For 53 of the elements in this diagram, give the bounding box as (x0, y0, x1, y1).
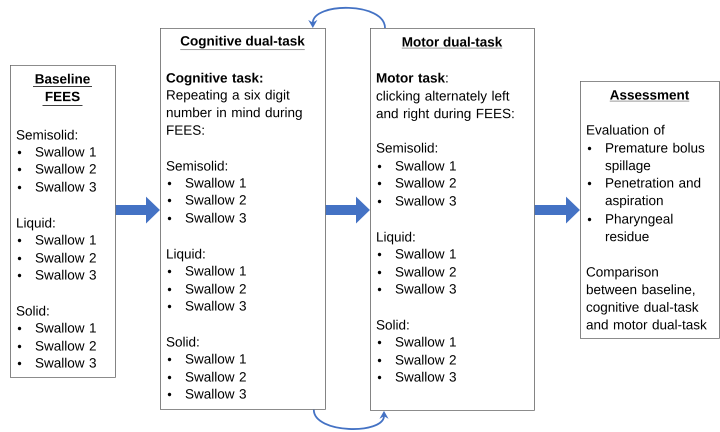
list-item: Swallow 3 (18, 182, 96, 192)
list-item: Swallow 2 (18, 340, 96, 351)
list-item: Swallow 1 (18, 234, 96, 245)
list-item: Swallow 1 (378, 160, 456, 171)
box-heading: Motor dual-task (402, 36, 502, 48)
section-label: Solid: (166, 336, 199, 347)
list-item: Swallow 3 (168, 212, 246, 223)
list-item: Pharyngeal residue (588, 214, 672, 242)
list-item: Swallow 2 (168, 372, 246, 382)
process-box (580, 81, 720, 339)
task-description: Motor task: (376, 72, 448, 83)
list-item: Swallow 3 (378, 284, 456, 294)
list-item: Swallow 2 (168, 284, 246, 294)
task-label: Cognitive task: (166, 72, 262, 86)
task-description: Evaluation of (587, 124, 665, 135)
list-item: Swallow 3 (378, 372, 456, 382)
list-item: Swallow 2 (378, 178, 456, 188)
task-description: Comparison between baseline, cognitive dual-task and motor dual-task (586, 266, 707, 330)
list-item: Swallow 3 (18, 270, 96, 280)
list-item: Swallow 3 (378, 196, 456, 206)
list-item: Premature bolus spillage (588, 142, 704, 173)
list-item: Swallow 2 (378, 354, 456, 365)
list-item: Swallow 1 (18, 146, 96, 157)
section-label: Solid: (16, 306, 49, 316)
list-item: Swallow 3 (168, 388, 246, 399)
section-label: Liquid: (17, 218, 55, 230)
list-item: Swallow 3 (168, 300, 246, 311)
process-box (10, 65, 116, 378)
list-item: Swallow 2 (18, 252, 96, 263)
list-item: Swallow 2 (18, 164, 96, 174)
process-box (160, 28, 326, 410)
section-label: Solid: (376, 320, 409, 330)
list-item: Swallow 1 (378, 336, 456, 347)
section-label: Semisolid: (16, 130, 78, 140)
list-item: Swallow 1 (378, 248, 456, 259)
list-item: Swallow 2 (168, 194, 246, 205)
list-item: Swallow 2 (378, 266, 456, 277)
section-label: Semisolid: (376, 142, 438, 153)
list-item: Swallow 1 (168, 178, 246, 188)
section-label: Liquid: (167, 248, 205, 262)
list-item: Swallow 1 (18, 322, 96, 333)
section-label: Liquid: (377, 232, 415, 244)
box-heading: Cognitive dual-task (180, 36, 305, 50)
list-item: Swallow 1 (168, 354, 246, 364)
task-description: Repeating a six digit number in mind during FEES: (166, 90, 302, 135)
box-heading: Assessment (610, 90, 690, 102)
list-item: Swallow 1 (168, 266, 246, 276)
process-box (370, 28, 535, 411)
section-label: Semisolid: (166, 160, 228, 171)
list-item: Penetration and aspiration (588, 178, 700, 208)
box-heading: Baseline FEES (32, 74, 92, 106)
list-item: Swallow 3 (18, 358, 96, 368)
task-description: clicking alternately left and right during FEES: (376, 90, 514, 121)
